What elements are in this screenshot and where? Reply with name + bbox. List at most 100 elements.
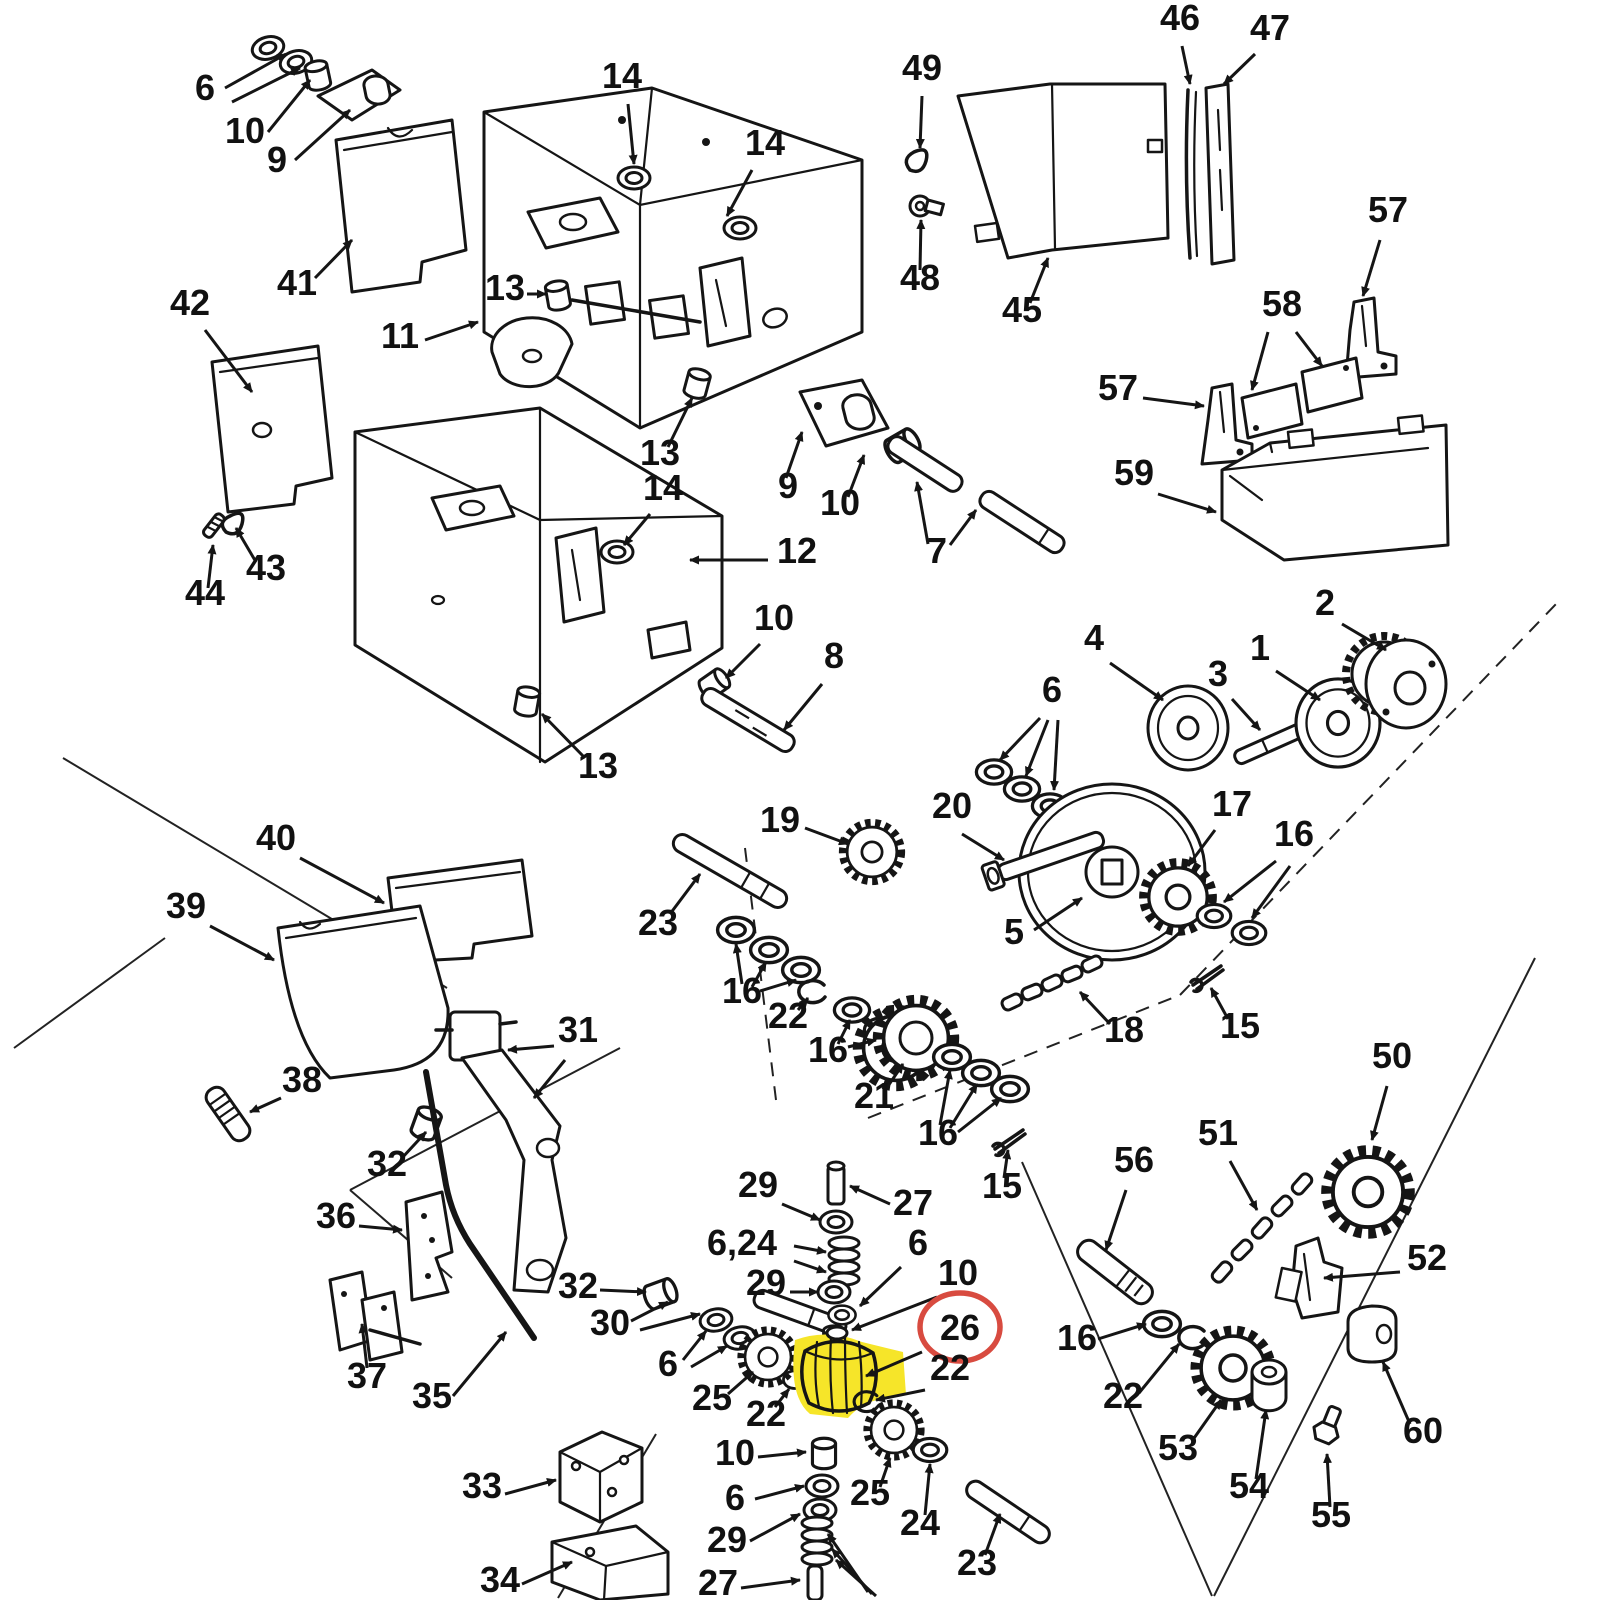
callout-21-43[interactable]: 21 <box>854 1063 905 1116</box>
callout-54-85[interactable]: 54 <box>1229 1409 1270 1506</box>
callout-22-83[interactable]: 22 <box>1103 1343 1181 1416</box>
callout-24-72[interactable]: 24 <box>900 1463 940 1543</box>
bar-47 <box>1204 82 1236 266</box>
callout-39-49[interactable]: 39 <box>166 885 275 962</box>
callout-53-84[interactable]: 53 <box>1158 1399 1223 1468</box>
part-number-label: 32 <box>558 1265 598 1306</box>
leader-arrow <box>836 1019 852 1045</box>
callout-40-48[interactable]: 40 <box>256 817 385 905</box>
callout-14-12[interactable]: 14 <box>622 467 683 546</box>
callout-31-51[interactable]: 31 <box>507 1009 598 1099</box>
callout-16-36[interactable]: 16 <box>1223 813 1314 919</box>
callout-55-86[interactable]: 55 <box>1311 1453 1351 1535</box>
callout-56-78[interactable]: 56 <box>1104 1139 1154 1251</box>
callout-9-2[interactable]: 9 <box>267 108 352 180</box>
callout-29-76[interactable]: 29 <box>707 1512 801 1560</box>
leader-arrow <box>206 544 217 589</box>
callout-20-38[interactable]: 20 <box>932 785 1005 862</box>
callout-37-54[interactable]: 37 <box>347 1323 387 1396</box>
callout-25-71[interactable]: 25 <box>850 1457 892 1513</box>
callout-57-26[interactable]: 57 <box>1361 189 1408 297</box>
callout-6-33[interactable]: 6 <box>998 669 1062 791</box>
callout-16-40[interactable]: 16 <box>722 943 797 1011</box>
callout-33-56[interactable]: 33 <box>462 1465 557 1506</box>
callout-22-62[interactable]: 22 <box>746 1388 791 1434</box>
leader-arrow <box>878 1457 892 1488</box>
callout-48-22[interactable]: 48 <box>900 219 940 298</box>
callout-23-73[interactable]: 23 <box>957 1513 1002 1583</box>
leader-arrow <box>1157 492 1217 514</box>
callout-52-81[interactable]: 52 <box>1323 1237 1447 1282</box>
callout-16-44[interactable]: 16 <box>918 1069 1002 1153</box>
callout-35-55[interactable]: 35 <box>412 1331 508 1416</box>
callout-10-1[interactable]: 10 <box>225 79 312 151</box>
callout-10-74[interactable]: 10 <box>715 1432 807 1473</box>
callout-22-41[interactable]: 22 <box>768 995 810 1036</box>
callout-50-80[interactable]: 50 <box>1370 1035 1412 1141</box>
callout-13-11[interactable]: 13 <box>640 397 694 473</box>
callout-34-57[interactable]: 34 <box>480 1559 573 1600</box>
callout-14-9[interactable]: 14 <box>602 55 642 165</box>
callout-1-30[interactable]: 1 <box>1250 627 1321 702</box>
callout-3-31[interactable]: 3 <box>1208 653 1262 732</box>
callout-43-5[interactable]: 43 <box>234 527 286 588</box>
callout-19-37[interactable]: 19 <box>760 799 849 846</box>
callout-25-61[interactable]: 25 <box>692 1370 754 1418</box>
callout-2-29[interactable]: 2 <box>1315 582 1387 652</box>
callout-23-39[interactable]: 23 <box>638 873 702 943</box>
callout-44-6[interactable]: 44 <box>185 544 225 613</box>
callout-10-68[interactable]: 10 <box>851 1252 978 1332</box>
callout-57-28[interactable]: 57 <box>1098 367 1205 410</box>
callout-47-25[interactable]: 47 <box>1222 7 1290 86</box>
callout-11-7[interactable]: 11 <box>381 315 479 356</box>
callout-29-63[interactable]: 29 <box>738 1164 821 1222</box>
callout-30-58[interactable]: 30 <box>590 1300 701 1343</box>
callout-59-17[interactable]: 59 <box>1114 452 1217 514</box>
callout-15-45[interactable]: 15 <box>982 1149 1022 1206</box>
callout-17-35[interactable]: 17 <box>1186 783 1252 867</box>
callout-58-27[interactable]: 58 <box>1250 283 1324 391</box>
callout-51-79[interactable]: 51 <box>1198 1112 1259 1211</box>
callout-6-60[interactable]: 6 <box>658 1330 728 1384</box>
callout-16-82[interactable]: 16 <box>1057 1317 1147 1358</box>
callout-6-0[interactable]: 6 <box>195 52 301 108</box>
callout-15-47[interactable]: 15 <box>1209 987 1260 1046</box>
callout-13-20[interactable]: 13 <box>540 712 618 786</box>
leader-arrow <box>846 454 866 498</box>
callout-32-59[interactable]: 32 <box>558 1265 647 1306</box>
callout-27-64[interactable]: 27 <box>849 1182 933 1223</box>
callout-41-3[interactable]: 41 <box>277 238 354 303</box>
callout-6-75[interactable]: 6 <box>725 1477 805 1518</box>
callout-36-53[interactable]: 36 <box>316 1195 403 1236</box>
bolt-55 <box>1312 1405 1342 1446</box>
callout-29-66[interactable]: 29 <box>746 1262 819 1303</box>
callout-6-24-65[interactable]: 6,24 <box>707 1222 827 1274</box>
part-number-label: 35 <box>412 1375 452 1416</box>
callout-10-15[interactable]: 10 <box>820 454 866 523</box>
part-number-label: 60 <box>1403 1410 1443 1451</box>
callout-12-13[interactable]: 12 <box>689 530 817 571</box>
callout-26-69[interactable]: 26 <box>865 1290 1003 1378</box>
callout-7-16[interactable]: 7 <box>914 481 978 571</box>
callout-13-8[interactable]: 13 <box>485 267 547 308</box>
callout-16-42[interactable]: 16 <box>808 1019 877 1070</box>
part-number-label: 14 <box>745 122 785 163</box>
callout-14-10[interactable]: 14 <box>725 122 785 217</box>
callout-42-4[interactable]: 42 <box>170 282 254 393</box>
callout-9-14[interactable]: 9 <box>778 431 804 506</box>
callout-49-21[interactable]: 49 <box>902 47 942 149</box>
callout-5-34[interactable]: 5 <box>1004 896 1083 952</box>
callout-32-52[interactable]: 32 <box>367 1130 428 1184</box>
part-number-label: 6 <box>658 1343 678 1384</box>
callout-22-70[interactable]: 22 <box>875 1347 970 1403</box>
callout-45-23[interactable]: 45 <box>1002 257 1050 330</box>
callout-38-50[interactable]: 38 <box>249 1059 322 1114</box>
callout-10-18[interactable]: 10 <box>724 597 794 680</box>
callout-4-32[interactable]: 4 <box>1084 617 1164 702</box>
callout-60-87[interactable]: 60 <box>1381 1361 1443 1451</box>
callout-18-46[interactable]: 18 <box>1078 990 1144 1050</box>
callout-6-67[interactable]: 6 <box>858 1222 928 1308</box>
callout-27-77[interactable]: 27 <box>698 1562 801 1600</box>
callout-46-24[interactable]: 46 <box>1160 0 1200 85</box>
callout-8-19[interactable]: 8 <box>782 635 844 731</box>
